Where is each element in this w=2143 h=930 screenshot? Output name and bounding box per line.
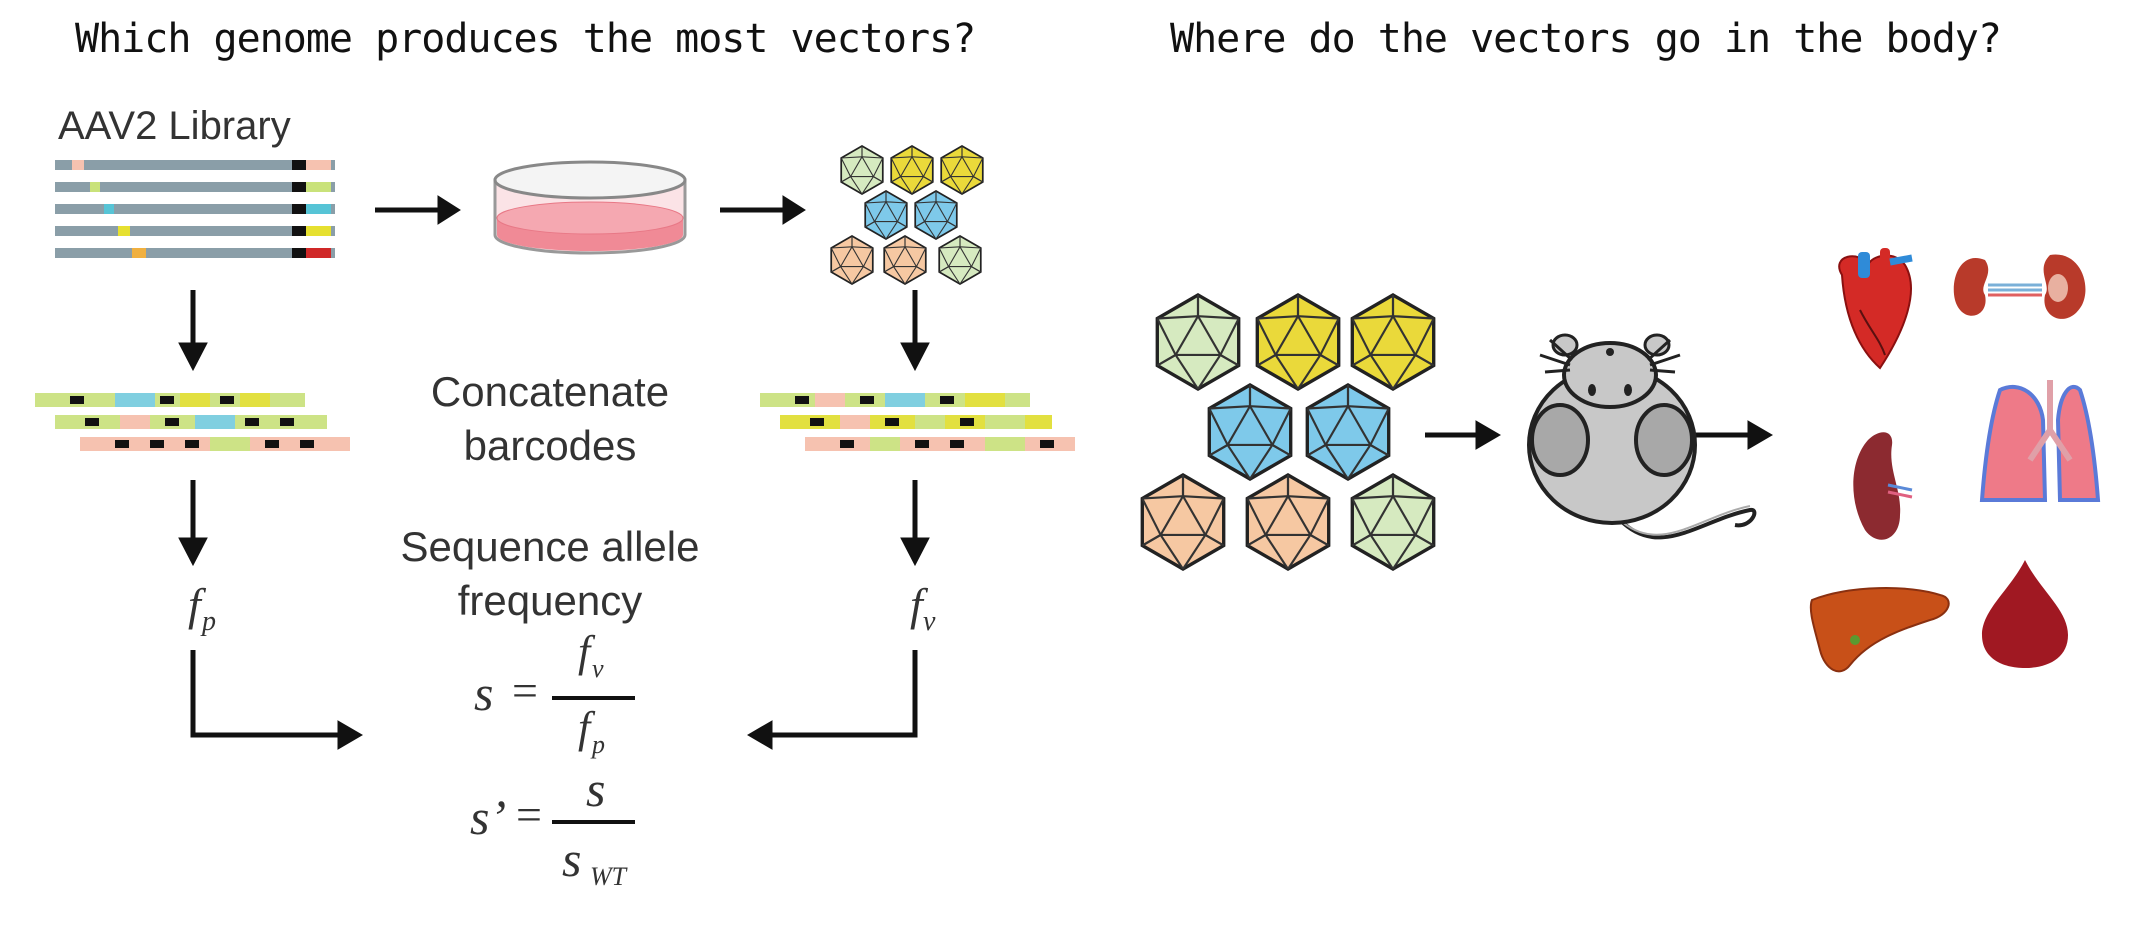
formula-s-numerator: s bbox=[586, 761, 606, 817]
genome-bar bbox=[55, 204, 335, 214]
barcode-row bbox=[780, 415, 1052, 429]
arrow-right-1 bbox=[375, 195, 461, 225]
formula-s-denominator: s bbox=[562, 831, 582, 887]
capsid-cluster-small bbox=[830, 145, 984, 285]
question-genome: Which genome produces the most vectors? bbox=[75, 16, 976, 62]
arrow-right-2 bbox=[720, 195, 806, 225]
formula-equals: = bbox=[512, 665, 538, 716]
capsid-icon bbox=[1255, 293, 1341, 391]
genome-bar bbox=[55, 160, 335, 170]
barcode-row bbox=[805, 437, 1075, 451]
petri-dish-icon bbox=[493, 160, 687, 255]
arrow-down-right-2 bbox=[900, 480, 930, 567]
arrow-down-left-1 bbox=[178, 290, 208, 372]
capsid-icon bbox=[938, 235, 982, 285]
formula-wt-subscript: WT bbox=[590, 862, 627, 891]
lung-icon bbox=[1979, 380, 2101, 502]
fv-symbol: f bbox=[910, 579, 923, 630]
formula-s: s bbox=[474, 665, 494, 721]
barcodes-right bbox=[760, 393, 1075, 451]
capsid-icon bbox=[1350, 473, 1436, 571]
kidney-icon bbox=[1953, 254, 2086, 319]
capsid-icon bbox=[1350, 293, 1436, 391]
arrow-down-left-2 bbox=[178, 480, 208, 567]
capsid-icon bbox=[1155, 293, 1241, 391]
capsid-icon bbox=[840, 145, 884, 195]
liver-icon bbox=[1809, 587, 1950, 673]
elbow-arrow-left bbox=[190, 650, 363, 750]
spleen-icon bbox=[1853, 432, 1913, 540]
library-title: AAV2 Library bbox=[58, 104, 291, 148]
mouse-icon bbox=[1527, 333, 1757, 540]
arrow-down-right-1 bbox=[900, 290, 930, 372]
arrows bbox=[178, 195, 1773, 750]
formula-s-prime: s’ bbox=[470, 789, 507, 845]
fv-subscript: v bbox=[923, 606, 936, 637]
capsid-icon bbox=[830, 235, 874, 285]
barcode-row bbox=[35, 393, 305, 407]
fp-symbol: f bbox=[188, 579, 201, 630]
heart-icon bbox=[1838, 248, 1913, 370]
formula-equals-2: = bbox=[516, 789, 542, 840]
barcode-row bbox=[55, 415, 327, 429]
blood-drop-icon bbox=[1982, 560, 2068, 668]
capsid-icon bbox=[1207, 383, 1293, 481]
capsid-cluster-large bbox=[1140, 293, 1436, 571]
capsid-icon bbox=[1305, 383, 1391, 481]
capsid-icon bbox=[940, 145, 984, 195]
capsid-icon bbox=[1245, 473, 1331, 571]
capsid-icon bbox=[914, 190, 958, 240]
genome-bar bbox=[55, 182, 335, 192]
genome-bar bbox=[55, 248, 335, 258]
arrow-to-mouse bbox=[1425, 420, 1501, 450]
formula-fp-sub: p bbox=[592, 730, 605, 759]
barcode-row bbox=[760, 393, 1030, 407]
formula-fv: f bbox=[578, 627, 591, 676]
genome-bar bbox=[55, 226, 335, 236]
elbow-arrow-right bbox=[747, 650, 918, 750]
capsid-icon bbox=[1140, 473, 1226, 571]
barcode-row bbox=[80, 437, 350, 451]
barcodes-left bbox=[35, 393, 350, 451]
formula-fp: f bbox=[578, 703, 591, 752]
capsid-icon bbox=[890, 145, 934, 195]
arrow-to-organs bbox=[1695, 420, 1773, 450]
sequence-label: Sequence allele frequency bbox=[400, 523, 700, 624]
capsid-icon bbox=[864, 190, 908, 240]
fp-subscript: p bbox=[202, 606, 216, 637]
formula-fv-sub: v bbox=[592, 654, 604, 683]
capsid-icon bbox=[883, 235, 927, 285]
library-genomes bbox=[55, 160, 335, 258]
question-body: Where do the vectors go in the body? bbox=[1170, 16, 2002, 62]
concatenate-label: Concatenate barcodes bbox=[430, 368, 670, 469]
